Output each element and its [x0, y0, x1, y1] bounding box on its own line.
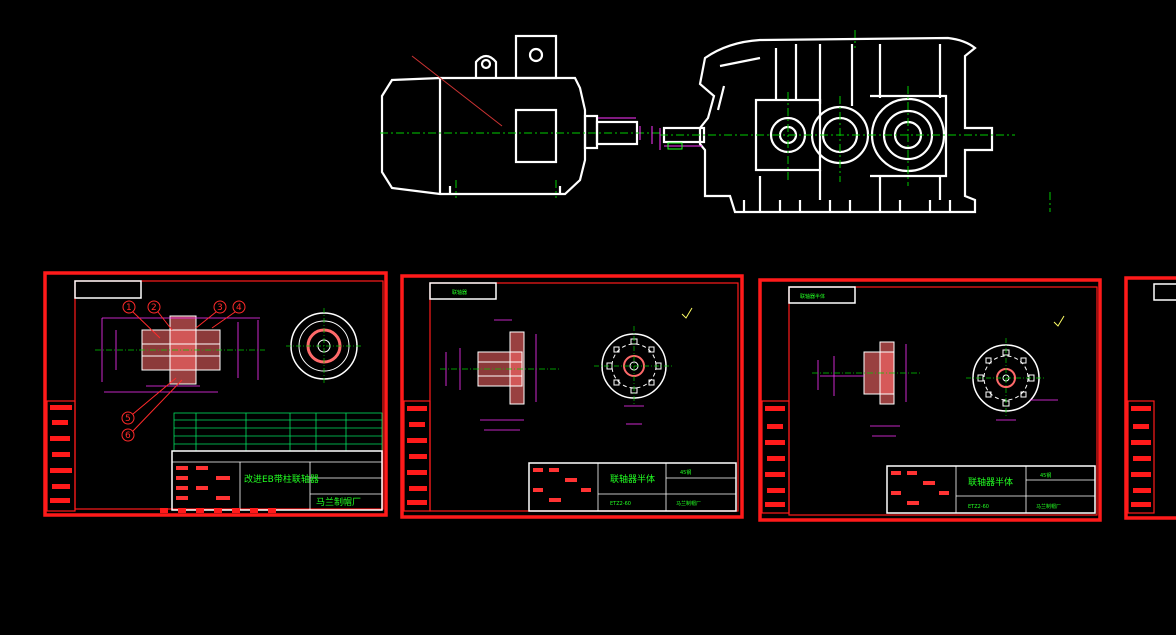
sheet-2-tab: 联轴器 [452, 289, 467, 296]
title-block-material: 45钢 [1040, 472, 1051, 479]
sheet-1-parts-list [173, 412, 383, 452]
sheet-2-left-strip [403, 400, 431, 512]
title-block-code: ETZ2-60 [968, 504, 989, 510]
sheet-2-section-view [440, 319, 560, 431]
motor-centerline [380, 132, 660, 198]
sheet-1-end-view [286, 308, 362, 384]
sheet-1-left-strip [46, 400, 76, 512]
reducer-shaft-dimensions [659, 128, 702, 150]
sheet-1-section-view [95, 315, 265, 393]
sheet-1-bottom-marks [160, 508, 276, 513]
balloon-6: 6 [125, 431, 131, 441]
title-block-material: 45钢 [680, 469, 691, 476]
sheet-3-left-strip [761, 400, 790, 514]
sheet-3-end-view [966, 338, 1058, 421]
drawing-sheet-2[interactable]: 联轴器 [400, 274, 744, 519]
balloon-3: 3 [217, 303, 223, 313]
sheet-1-balloons [121, 300, 246, 442]
balloon-1: 1 [126, 303, 132, 313]
reducer-centerlines [660, 30, 1051, 212]
title-block-company: 马兰制帽厂 [1036, 503, 1061, 510]
title-block-company: 马兰制帽厂 [676, 500, 701, 507]
motor-shaft-dimensions [598, 117, 653, 144]
title-block-name: 联轴器半体 [968, 476, 1013, 488]
drawing-sheet-1[interactable]: 1 2 3 4 5 6 [43, 271, 388, 517]
title-block-name: 联轴器半体 [610, 473, 655, 485]
title-block-name: 改进EB带柱联轴器 [244, 473, 319, 485]
drawing-sheet-3[interactable]: 联轴器半体 [758, 278, 1102, 522]
gear-reducer-view [662, 36, 994, 214]
sheet-2-title-block: 联轴器半体 ETZ2-60 45钢 马兰制帽厂 [528, 462, 737, 512]
surface-finish-symbol [1053, 315, 1065, 327]
drawing-sheet-4[interactable] [1124, 276, 1176, 520]
title-block-company: 马兰制帽厂 [316, 496, 361, 508]
sheet-2-end-view [594, 326, 674, 425]
surface-finish-symbol [681, 307, 693, 319]
sheet-4-left-strip [1127, 400, 1155, 514]
sheet-3-title-block: 联轴器半体 ETZ2-60 45钢 马兰制帽厂 [886, 465, 1096, 514]
title-block-code: ETZ2-60 [610, 501, 631, 507]
electric-motor-view [380, 34, 639, 196]
balloon-5: 5 [125, 414, 131, 424]
sheet-3-tab: 联轴器半体 [800, 293, 825, 300]
balloon-2: 2 [151, 303, 157, 313]
sheet-3-section-view [812, 341, 920, 437]
balloon-4: 4 [236, 303, 242, 313]
sheet-1-title-block: 改进EB带柱联轴器 马兰制帽厂 [171, 450, 383, 511]
